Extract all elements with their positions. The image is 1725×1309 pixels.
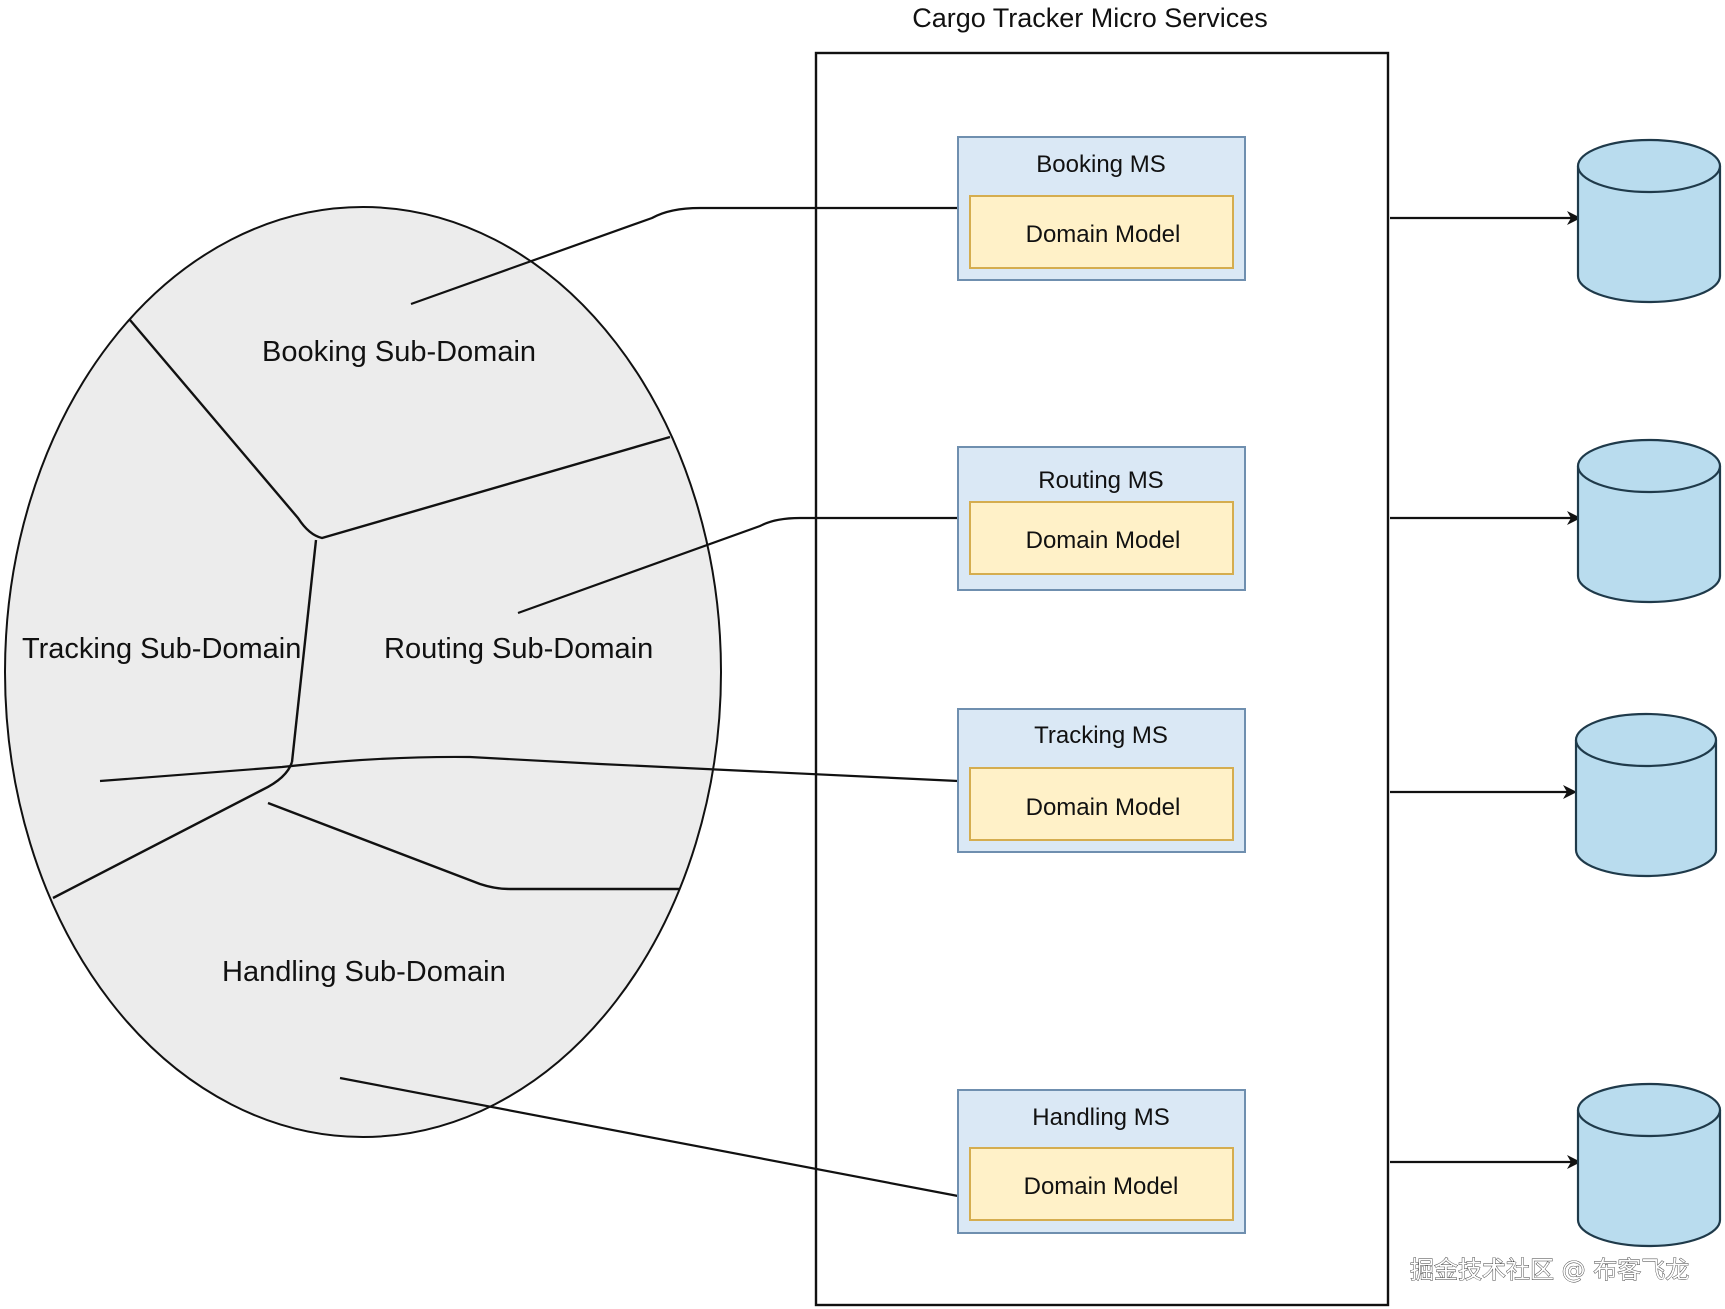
booking-domain-model-box xyxy=(969,195,1234,269)
divider-tracking-routing xyxy=(290,539,318,763)
divider-routing-handling xyxy=(267,801,680,891)
booking-database-icon xyxy=(1576,138,1722,304)
booking-ms-label: Booking MS xyxy=(1036,151,1165,178)
booking-domain-model-label: Domain Model xyxy=(1026,221,1181,248)
routing-domain-model-box xyxy=(969,501,1234,575)
connector-booking xyxy=(410,206,958,306)
booking-subdomain-label: Booking Sub-Domain xyxy=(262,336,536,368)
microservices-container xyxy=(814,51,1390,1307)
tracking-ms-label: Tracking MS xyxy=(1034,722,1168,749)
routing-domain-model-label: Domain Model xyxy=(1026,527,1181,554)
routing-ms-label: Routing MS xyxy=(1038,467,1163,494)
connector-handling xyxy=(339,1076,959,1198)
tracking-subdomain-label: Tracking Sub-Domain xyxy=(22,633,301,665)
handling-ms: Handling MS Domain Model xyxy=(957,1089,1246,1234)
routing-subdomain-label: Routing Sub-Domain xyxy=(384,633,653,665)
handling-database-icon xyxy=(1576,1082,1722,1248)
tracking-domain-model-label: Domain Model xyxy=(1026,794,1181,821)
watermark-text: 掘金技术社区 @ 布客飞龙 xyxy=(1410,1256,1689,1284)
handling-domain-model-label: Domain Model xyxy=(1024,1173,1179,1200)
tracking-database-icon xyxy=(1574,712,1718,878)
booking-ms: Booking MS Domain Model xyxy=(957,136,1246,281)
routing-ms: Routing MS Domain Model xyxy=(957,446,1246,591)
diagram-title: Cargo Tracker Micro Services xyxy=(912,3,1268,33)
tracking-ms: Tracking MS Domain Model xyxy=(957,708,1246,853)
handling-subdomain-label: Handling Sub-Domain xyxy=(222,956,506,988)
domain-ellipse xyxy=(4,206,722,1138)
routing-database-icon xyxy=(1576,438,1722,604)
handling-domain-model-box xyxy=(969,1147,1234,1221)
connector-tracking xyxy=(99,755,959,783)
connector-routing xyxy=(517,516,958,615)
tracking-domain-model-box xyxy=(969,767,1234,841)
handling-ms-label: Handling MS xyxy=(1032,1104,1169,1131)
divider-booking-tracking xyxy=(129,319,671,540)
